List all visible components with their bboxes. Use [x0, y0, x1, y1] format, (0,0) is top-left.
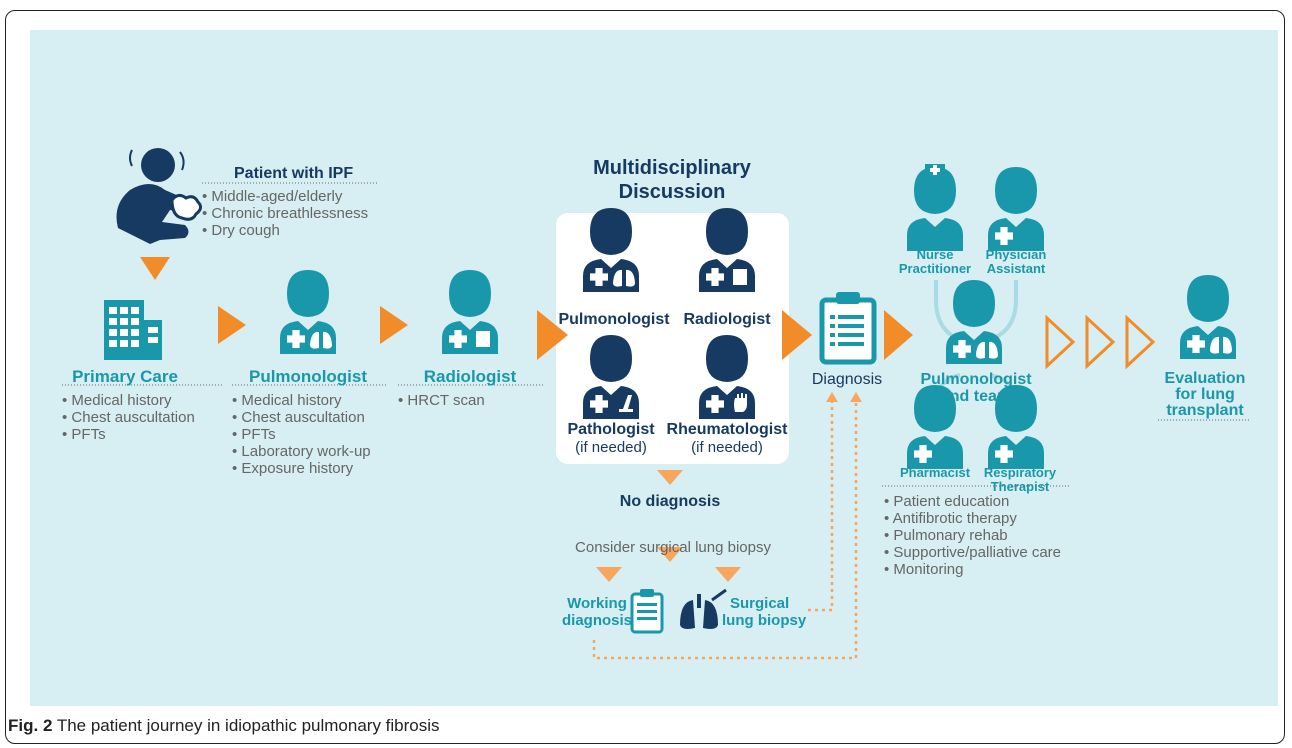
mdd-box	[556, 213, 789, 464]
nurse-practitioner-icon	[907, 164, 963, 251]
clipboard-icon	[819, 292, 877, 365]
consider-biopsy-label: Consider surgical lung biopsy	[575, 539, 771, 556]
transplant-line3: transplant	[1166, 402, 1244, 419]
list-item: • Middle-aged/elderly	[202, 188, 343, 205]
pa-label-line1: Physician	[985, 247, 1047, 262]
arrow-right-icon	[537, 310, 568, 360]
transplant-line1: Evaluation	[1164, 370, 1246, 387]
radiologist-icon	[442, 270, 498, 354]
patient-item-list: • Middle-aged/elderly • Chronic breathle…	[202, 188, 368, 239]
pa-label-line2: Assistant	[986, 261, 1046, 276]
mdd-radiologist-icon	[699, 208, 755, 292]
arrow-right-icon	[884, 310, 913, 360]
list-item: • Medical history	[62, 392, 172, 409]
mdd-pathologist-note: (if needed)	[575, 439, 647, 456]
pulmonologist-title: Pulmonologist	[248, 367, 368, 386]
no-diagnosis-label: No diagnosis	[619, 493, 721, 510]
patient-title: Patient with IPF	[234, 165, 354, 182]
mdd-pathologist-icon	[583, 335, 639, 419]
feedback-dotted-lines	[592, 400, 858, 660]
list-item: • Patient education	[884, 493, 1010, 510]
list-item: • Laboratory work-up	[232, 443, 371, 460]
figure-caption: Fig. 2 The patient journey in idiopathic…	[8, 716, 440, 735]
list-item: • Monitoring	[884, 561, 964, 578]
pulmonologist-list: • Medical history • Chest auscultation •…	[232, 392, 371, 477]
arrow-down-icon	[715, 567, 741, 582]
mdd-radiologist-label: Radiologist	[683, 311, 771, 328]
surgical-biopsy-line1: Surgical	[730, 595, 790, 612]
arrow-right-icon	[782, 310, 812, 360]
arrow-right-icon	[218, 306, 246, 344]
mdd-pulmonologist-label: Pulmonologist	[558, 311, 670, 328]
rt-label-line1: Respiratory	[983, 465, 1057, 480]
team-lead-line1: Pulmonologist	[920, 371, 1032, 388]
list-item: • Pulmonary rehab	[884, 527, 1008, 544]
nurse-label-line2: Practitioner	[898, 261, 972, 276]
lung-biopsy-icon	[680, 588, 727, 629]
list-item: • Chest auscultation	[62, 409, 195, 426]
mdd-rheumatologist-icon	[699, 335, 755, 419]
patient-coughing-icon	[116, 148, 203, 244]
transplant-evaluator-icon	[1180, 275, 1236, 359]
working-diagnosis-line1: Working	[567, 595, 627, 612]
pharmacist-label: Pharmacist	[899, 465, 971, 480]
primary-care-list: • Medical history • Chest auscultation •…	[62, 392, 195, 443]
dotted-underlines	[62, 182, 1250, 487]
building-icon	[104, 300, 162, 360]
progression-arrows-icon	[1045, 314, 1156, 370]
mdd-rheumatologist-note: (if needed)	[691, 439, 763, 456]
arrow-down-icon	[596, 567, 622, 582]
radiologist-title: Radiologist	[423, 367, 517, 386]
transplant-line2: for lung	[1175, 386, 1235, 403]
list-item: • Chest auscultation	[232, 409, 365, 426]
list-item: • Exposure history	[232, 460, 354, 477]
physician-assistant-icon	[988, 167, 1044, 251]
arrow-right-icon	[380, 306, 408, 344]
mdd-pathologist-label: Pathologist	[567, 421, 655, 438]
list-item: • Medical history	[232, 392, 342, 409]
working-diagnosis-clipboard-icon	[630, 589, 664, 634]
team-lead-line2: and team	[940, 388, 1012, 405]
arrow-down-icon	[657, 547, 683, 562]
figure-frame	[5, 10, 1285, 744]
nurse-label-line1: Nurse	[916, 247, 954, 262]
pulmonologist-team-lead-icon	[946, 280, 1002, 364]
primary-care-title: Primary Care	[72, 367, 178, 386]
mdd-rheumatologist-label: Rheumatologist	[666, 421, 788, 438]
mdd-title-line2: Discussion	[618, 181, 726, 203]
working-diagnosis-line2: diagnosis	[561, 612, 633, 629]
rt-label-line2: Therapist	[990, 479, 1050, 494]
diagnosis-label: Diagnosis	[811, 371, 883, 388]
list-item: • PFTs	[62, 426, 106, 443]
list-item: • Chronic breathlessness	[202, 205, 369, 222]
mdd-title-line1: Multidisciplinary	[593, 157, 751, 179]
mdd-pulmonologist-icon	[583, 208, 639, 292]
list-item: • Supportive/palliative care	[884, 544, 1062, 561]
arrow-down-icon	[657, 470, 683, 485]
list-item: • PFTs	[232, 426, 276, 443]
arrow-down-icon	[140, 257, 170, 280]
list-item: • HRCT scan	[398, 392, 485, 409]
surgical-biopsy-line2: lung biopsy	[722, 612, 807, 629]
team-care-list: • Patient education • Antifibrotic thera…	[884, 493, 1061, 578]
list-item: • Antifibrotic therapy	[884, 510, 1017, 527]
pulmonologist-icon	[280, 270, 336, 354]
radiologist-list: • HRCT scan	[398, 392, 485, 409]
list-item: • Dry cough	[202, 222, 280, 239]
